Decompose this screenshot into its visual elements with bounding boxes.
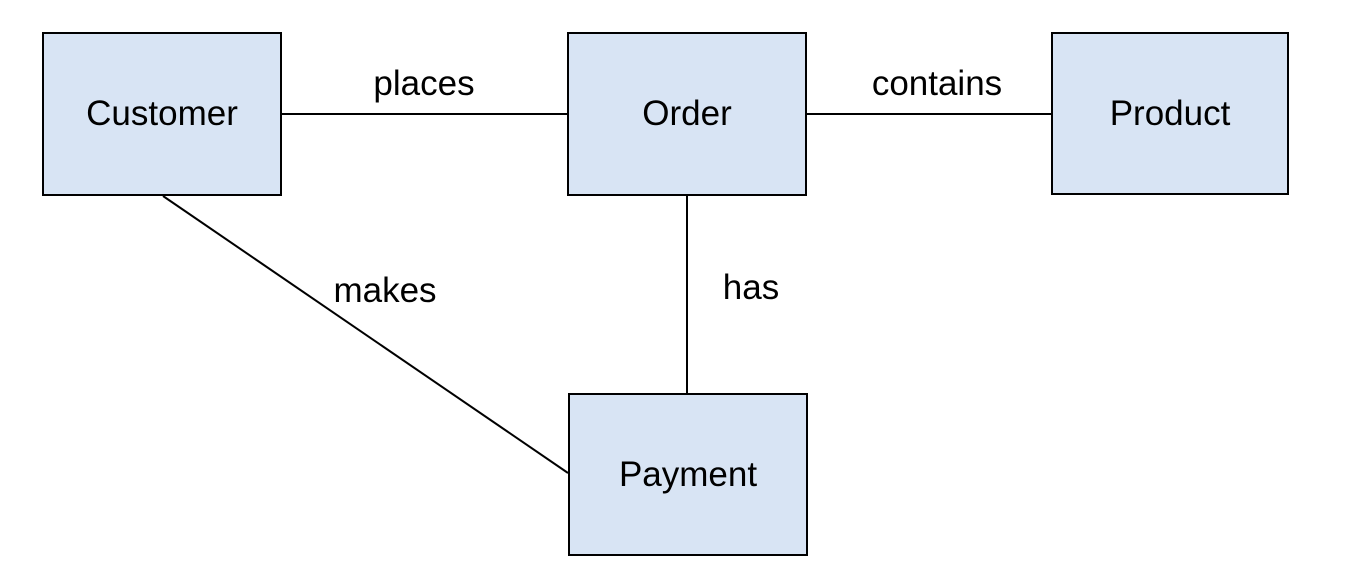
entity-order[interactable]: Order	[567, 32, 807, 196]
relationship-label-makes: makes	[333, 270, 437, 310]
entity-customer-label: Customer	[86, 94, 238, 133]
relationship-label-has: has	[722, 267, 780, 307]
entity-payment[interactable]: Payment	[568, 393, 808, 556]
entity-order-label: Order	[642, 94, 732, 133]
connector-customer-payment[interactable]	[162, 195, 569, 474]
relationship-label-places: places	[373, 63, 475, 103]
relationship-label-contains: contains	[871, 63, 1003, 103]
entity-product[interactable]: Product	[1051, 32, 1289, 195]
entity-payment-label: Payment	[618, 454, 758, 494]
entity-customer[interactable]: Customer	[42, 32, 282, 196]
entity-product-label: Product	[1109, 93, 1231, 133]
